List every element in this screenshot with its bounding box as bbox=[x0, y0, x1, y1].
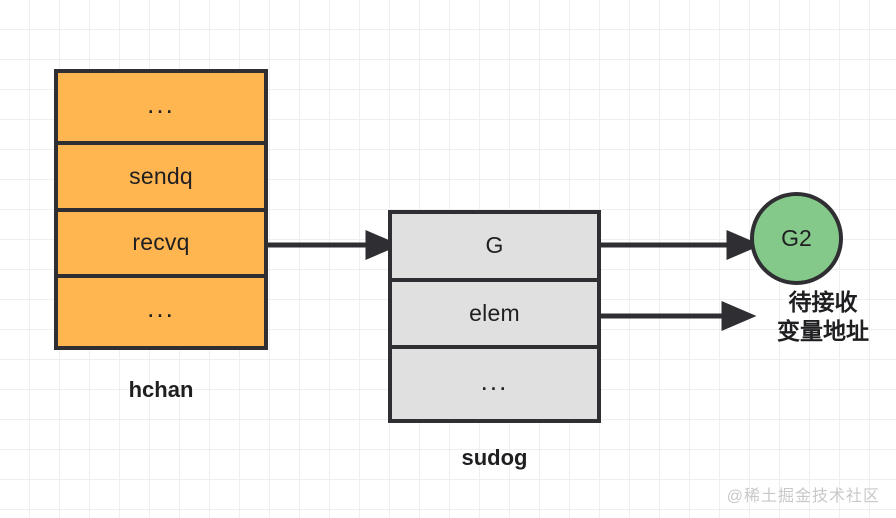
goroutine-g2-node: G2 bbox=[750, 192, 843, 285]
sudog-row-g: G bbox=[392, 214, 597, 278]
sudog-row-elem-label: elem bbox=[469, 300, 520, 326]
hchan-row-recvq: recvq bbox=[58, 207, 264, 274]
hchan-row-sendq-label: sendq bbox=[129, 162, 193, 189]
sudog-struct-box: G elem ... bbox=[388, 210, 601, 423]
hchan-row-recvq-label: recvq bbox=[132, 229, 190, 256]
sudog-row-ellipsis-label: ... bbox=[480, 365, 509, 396]
goroutine-g2-label: G2 bbox=[781, 225, 812, 251]
hchan-row-ellipsis-bottom: ... bbox=[58, 273, 264, 346]
hchan-row-ellipsis-top-label: ... bbox=[147, 88, 175, 119]
watermark: @稀土掘金技术社区 bbox=[726, 488, 880, 505]
sudog-caption: sudog bbox=[461, 445, 528, 470]
elem-target-line-1: 待接收 bbox=[788, 289, 858, 315]
hchan-struct-box: ... sendq recvq ... bbox=[54, 69, 268, 350]
elem-target-annotation: 待接收 变量地址 bbox=[748, 288, 896, 346]
hchan-row-sendq: sendq bbox=[58, 141, 264, 208]
sudog-row-ellipsis: ... bbox=[392, 345, 597, 420]
sudog-row-elem: elem bbox=[392, 277, 597, 346]
elem-target-line-2: 变量地址 bbox=[777, 318, 869, 344]
hchan-row-ellipsis-top: ... bbox=[58, 73, 264, 142]
sudog-row-g-label: G bbox=[485, 232, 504, 259]
hchan-caption: hchan bbox=[128, 377, 194, 402]
hchan-row-ellipsis-bottom-label: ... bbox=[147, 293, 175, 324]
